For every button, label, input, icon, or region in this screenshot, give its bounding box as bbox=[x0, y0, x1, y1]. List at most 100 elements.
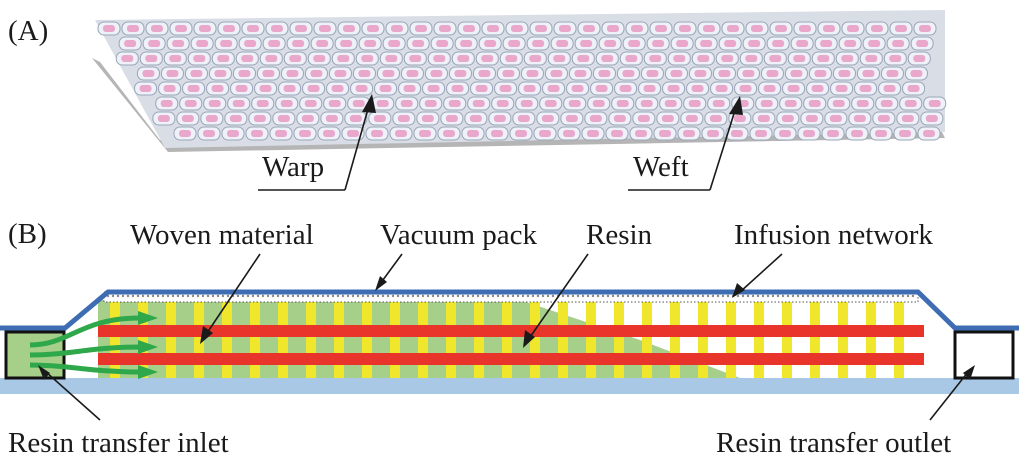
yarn-core bbox=[505, 55, 518, 62]
yarn-core bbox=[559, 25, 571, 32]
yarn-core bbox=[827, 130, 839, 137]
network-dot bbox=[576, 294, 580, 298]
yarn-core bbox=[275, 130, 287, 137]
weft-yarn-sections bbox=[110, 302, 904, 378]
weft-bar bbox=[866, 302, 876, 378]
yarn-core bbox=[721, 55, 734, 62]
yarn-core bbox=[124, 40, 137, 47]
network-dot bbox=[656, 294, 660, 298]
network-dot bbox=[821, 294, 825, 298]
weft-bar bbox=[278, 302, 288, 378]
yarn-core bbox=[598, 70, 611, 77]
yarn-core bbox=[508, 40, 521, 47]
yarn-core bbox=[724, 40, 737, 47]
network-dot bbox=[471, 294, 475, 298]
weft-bar bbox=[222, 302, 232, 378]
panel-b-arrowheads bbox=[38, 276, 975, 380]
yarn-core bbox=[400, 100, 413, 107]
yarn-core bbox=[127, 25, 139, 32]
weft-bar bbox=[334, 302, 344, 378]
network-dot bbox=[331, 294, 335, 298]
yarn-core bbox=[235, 85, 248, 92]
infusion-network-arrowhead bbox=[732, 283, 745, 298]
network-dot bbox=[591, 294, 595, 298]
yarn-core bbox=[763, 85, 776, 92]
yarn-core bbox=[280, 100, 293, 107]
network-dot bbox=[301, 294, 305, 298]
yarn-core bbox=[443, 130, 455, 137]
yarn-core bbox=[892, 40, 905, 47]
infusion-network-dots bbox=[106, 294, 915, 298]
woven-fabric-3d bbox=[92, 10, 947, 152]
yarn-core bbox=[454, 70, 467, 77]
network-dot bbox=[761, 294, 765, 298]
yarn-core bbox=[844, 40, 857, 47]
network-dot bbox=[141, 294, 145, 298]
weft-bar bbox=[110, 302, 120, 378]
network-dot bbox=[366, 294, 370, 298]
network-dot bbox=[646, 294, 650, 298]
yarn-core bbox=[775, 25, 787, 32]
yarn-core bbox=[755, 130, 767, 137]
yarn-core bbox=[919, 25, 931, 32]
network-dot bbox=[896, 294, 900, 298]
yarn-core bbox=[694, 70, 707, 77]
yarn-core bbox=[745, 55, 758, 62]
weft-bar bbox=[726, 302, 736, 378]
network-dot bbox=[701, 294, 705, 298]
yarn-core bbox=[913, 55, 926, 62]
network-dot bbox=[216, 294, 220, 298]
network-dot bbox=[371, 294, 375, 298]
network-dot bbox=[181, 294, 185, 298]
network-dot bbox=[446, 294, 450, 298]
yarn-core bbox=[916, 40, 929, 47]
network-dot bbox=[376, 294, 380, 298]
network-dot bbox=[611, 294, 615, 298]
yarn-core bbox=[766, 70, 779, 77]
network-dot bbox=[566, 294, 570, 298]
yarn-core bbox=[659, 130, 671, 137]
yarn-core bbox=[460, 40, 473, 47]
yarn-core bbox=[799, 25, 811, 32]
yarn-core bbox=[283, 85, 296, 92]
woven-material-arrowhead bbox=[200, 326, 213, 344]
weft-bar bbox=[166, 302, 176, 378]
yarn-core bbox=[412, 40, 425, 47]
yarn-core bbox=[901, 115, 914, 122]
network-dot bbox=[196, 294, 200, 298]
flow-arrowhead-middle bbox=[138, 340, 158, 354]
yarn-core bbox=[733, 115, 746, 122]
yarn-core bbox=[628, 40, 641, 47]
network-dot bbox=[651, 294, 655, 298]
yarn-core bbox=[166, 70, 179, 77]
yarn-core bbox=[779, 130, 791, 137]
yarn-core bbox=[739, 85, 752, 92]
yarn-core bbox=[907, 85, 920, 92]
weft-bar bbox=[838, 302, 848, 378]
network-dot bbox=[551, 294, 555, 298]
warp-leader-line bbox=[344, 101, 371, 191]
yarn-core bbox=[676, 40, 689, 47]
yarn-core bbox=[865, 55, 878, 62]
yarn-core bbox=[139, 85, 152, 92]
yarn-core bbox=[244, 40, 257, 47]
yarn-core bbox=[613, 115, 626, 122]
network-dot bbox=[741, 294, 745, 298]
yarn-core bbox=[214, 70, 227, 77]
network-dot bbox=[416, 294, 420, 298]
yarn-core bbox=[640, 100, 653, 107]
yarn-core bbox=[323, 130, 335, 137]
yarn-core bbox=[352, 100, 365, 107]
yarn-core bbox=[643, 85, 656, 92]
network-dot bbox=[726, 294, 730, 298]
yarn-core bbox=[160, 100, 173, 107]
yarn-core bbox=[419, 130, 431, 137]
weft-bar bbox=[698, 302, 708, 378]
inlet-arrowhead bbox=[38, 365, 50, 380]
yarn-core bbox=[697, 55, 710, 62]
flow-arrowhead-top bbox=[138, 311, 158, 325]
yarn-core bbox=[307, 85, 320, 92]
network-dot bbox=[266, 294, 270, 298]
yarn-core bbox=[301, 115, 314, 122]
network-dot bbox=[341, 294, 345, 298]
